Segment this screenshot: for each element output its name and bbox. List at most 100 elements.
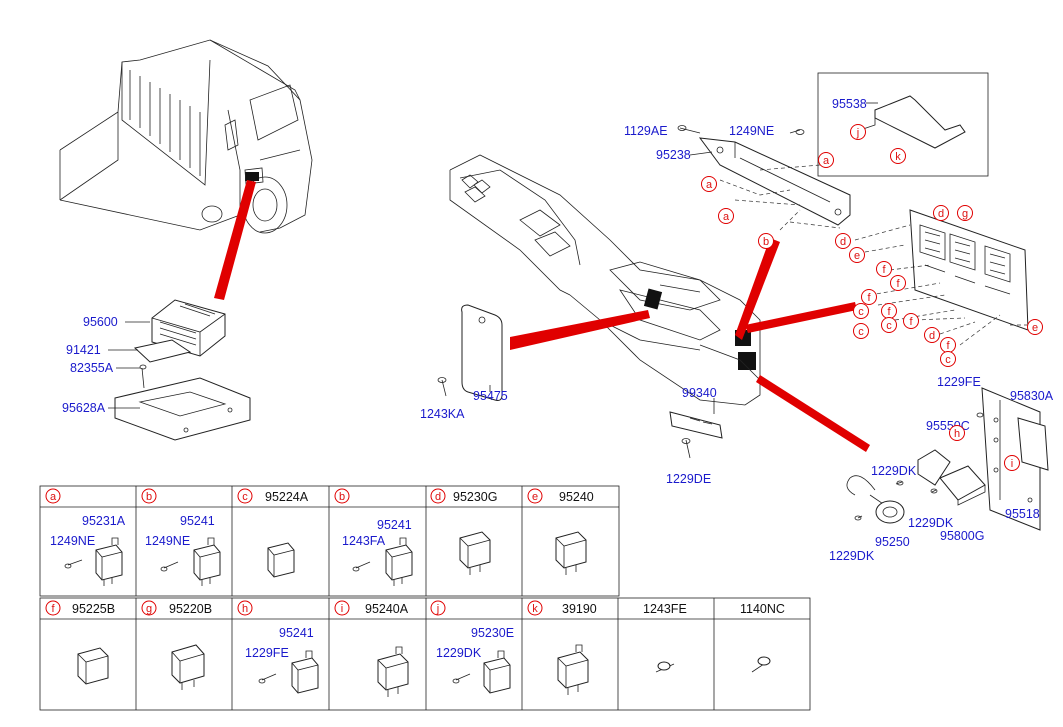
relay-icon: [171, 644, 205, 690]
cell-letter: h: [242, 603, 248, 615]
bracket-95538: [874, 95, 966, 149]
marker-j: j: [856, 127, 859, 139]
marker-f: f: [882, 264, 886, 276]
marker-e: e: [1032, 322, 1038, 334]
marker-f: f: [867, 292, 871, 304]
ecu-location-marker: [245, 172, 259, 181]
cell-letter: g: [146, 603, 152, 615]
callout-1243KA: 1243KA: [420, 407, 465, 421]
parts-table: a b c 95224A b d 95230G e 95240 95231A 1…: [39, 485, 811, 711]
callout-95628A: 95628A: [62, 401, 106, 415]
inset-box: [817, 72, 989, 177]
pointer-to-module: [756, 375, 870, 452]
cell-part: 1249NE: [50, 534, 95, 548]
pointer-to-relay-panel: [745, 302, 857, 333]
cell-letter: k: [532, 603, 538, 615]
relay-panel: [909, 209, 1029, 331]
cell-part: 95241: [377, 518, 412, 532]
marker-i: i: [1011, 458, 1013, 470]
callout-95238: 95238: [656, 148, 691, 162]
callout-82355A: 82355A: [70, 361, 114, 375]
callout-95800G: 95800G: [940, 529, 984, 543]
cell-letter: f: [51, 603, 55, 615]
cell-header: 95230G: [453, 490, 497, 504]
truck-illustration: [59, 39, 313, 234]
marker-c: c: [858, 326, 864, 338]
marker-c: c: [858, 306, 864, 318]
callout-95475: 95475: [473, 389, 508, 403]
marker-f: f: [909, 316, 913, 328]
cell-letter: j: [436, 603, 439, 615]
marker-e: e: [854, 250, 860, 262]
cell-header: 39190: [562, 602, 597, 616]
cell-part: 95241: [180, 514, 215, 528]
cell-letter: b: [146, 491, 152, 503]
cell-header: 95220B: [169, 602, 212, 616]
marker-g: g: [962, 208, 968, 220]
callout-95250: 95250: [875, 535, 910, 549]
callout-1229FE: 1229FE: [937, 375, 981, 389]
marker-d: d: [938, 208, 944, 220]
relay-icon: [452, 650, 511, 694]
marker-f: f: [896, 278, 900, 290]
pointer-truck-to-ecu: [214, 180, 256, 300]
relay-icon: [160, 537, 221, 586]
marker-a: a: [706, 179, 713, 191]
bolt-icon: [655, 661, 675, 673]
callout-99340: 99340: [682, 386, 717, 400]
marker-d: d: [840, 236, 846, 248]
cell-letter: b: [339, 491, 345, 503]
marker-c: c: [886, 320, 892, 332]
callout-95830A: 95830A: [1010, 389, 1054, 403]
callout-1229DK-a: 1229DK: [871, 464, 917, 478]
relay-icon: [64, 537, 123, 586]
callout-1229DK-c: 1229DK: [829, 549, 875, 563]
relay-icon: [557, 644, 589, 695]
cell-letter: i: [341, 603, 343, 615]
callout-95538: 95538: [832, 97, 867, 111]
cell-part: 95230E: [471, 626, 514, 640]
relay-icon: [267, 542, 295, 578]
callout-1129AE: 1129AE: [624, 124, 668, 138]
relay-icon: [459, 531, 491, 575]
bolt-icon: [751, 656, 771, 673]
ecu-assembly: [114, 299, 251, 441]
relay-icon: [258, 650, 319, 694]
cover-panel: [461, 304, 503, 401]
callout-1249NE: 1249NE: [729, 124, 774, 138]
marker-h: h: [954, 428, 960, 440]
marker-f: f: [887, 306, 891, 318]
cell-letter: a: [50, 491, 57, 503]
callout-95600: 95600: [83, 315, 118, 329]
cell-part: 95231A: [82, 514, 126, 528]
callout-1229DK-b: 1229DK: [908, 516, 954, 530]
callout-91421: 91421: [66, 343, 101, 357]
relay-icon: [555, 531, 587, 575]
relay-icon: [377, 646, 409, 697]
cell-letter: d: [435, 491, 441, 503]
cell-header: 95224A: [265, 490, 309, 504]
marker-a: a: [823, 155, 830, 167]
cell-part: 1243FA: [342, 534, 386, 548]
cell-part: 95241: [279, 626, 314, 640]
pointer-to-cover: [510, 310, 650, 350]
callout-95518: 95518: [1005, 507, 1040, 521]
letter-markers: a a a b j k d g d e f f f f f c c c d f …: [701, 124, 1043, 471]
marker-d: d: [929, 330, 935, 342]
cell-letter: e: [532, 491, 538, 503]
marker-b: b: [763, 236, 769, 248]
cell-part: 1229FE: [245, 646, 289, 660]
cell-part: 1249NE: [145, 534, 190, 548]
cell-letter: c: [242, 491, 248, 503]
cell-header: 95240: [559, 490, 594, 504]
marker-f: f: [946, 340, 950, 352]
cell-header: 95225B: [72, 602, 115, 616]
cell-header: 1140NC: [740, 602, 785, 616]
cell-header: 1243FE: [643, 602, 687, 616]
switch-panel: [669, 411, 723, 439]
pointer-to-bracket: [735, 238, 780, 340]
marker-a: a: [723, 211, 730, 223]
marker-c: c: [945, 354, 951, 366]
callout-1229DE: 1229DE: [666, 472, 711, 486]
